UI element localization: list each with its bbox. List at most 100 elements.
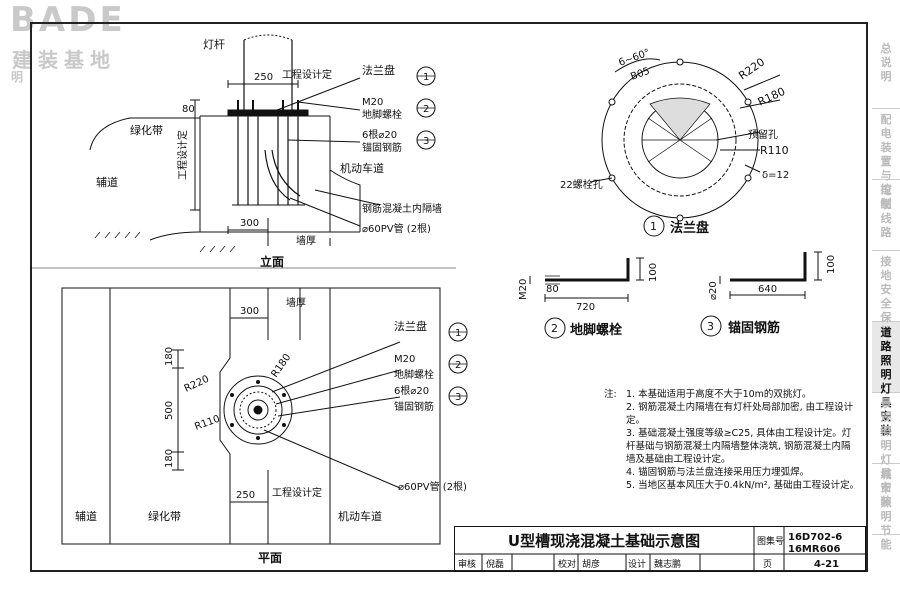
elev-dim-80: 80 [182, 104, 195, 115]
rebar-d20: ⌀20 [708, 281, 719, 300]
plan-dim-500: 500 [164, 401, 175, 420]
bolt-dim-80: 80 [546, 284, 559, 295]
designer-name: 魏志鹏 [654, 558, 681, 570]
logo-text: BADE [10, 0, 126, 40]
callout-rebar: 锚固钢筋 [362, 141, 402, 154]
sidebar-item-5[interactable]: 景观照明灯具安装 [872, 393, 900, 508]
plan-r220: R220 [183, 374, 211, 395]
elev-green-label: 绿化带 [130, 123, 163, 137]
plan-num-1: 1 [455, 328, 461, 339]
drawing-title: U型槽现浇混凝土基础示意图 [508, 532, 700, 550]
note-item: 5. 当地区基本风压大于0.4kN/m², 基础由工程设计定。 [626, 480, 860, 491]
flange-r110: R110 [760, 144, 789, 157]
brand-logo: BADE 建装基地 [6, 0, 156, 72]
plan-callout-m20: M20 [394, 354, 415, 365]
sidebar-item-2[interactable]: 电缆线路 [872, 180, 900, 251]
flange-delta: δ=12 [762, 170, 789, 181]
flange-hole: 预留孔 [748, 128, 778, 141]
callout-6d20: 6根⌀20 [362, 128, 397, 141]
sidebar-item-4[interactable]: 道路照明灯具安装 [872, 322, 900, 437]
atlas-no-1: 16D702-6 [788, 532, 842, 543]
pole-label: 灯杆 [203, 37, 225, 51]
plan-r110: R110 [193, 414, 221, 433]
bolt-dim-100: 100 [648, 263, 659, 282]
plan-dim-180a: 180 [164, 347, 175, 366]
callout-m20: M20 [362, 97, 383, 108]
callout-num-1: 1 [423, 72, 429, 83]
left-tab: 明 [10, 70, 23, 84]
atlas-label: 图集号 [757, 535, 784, 547]
notes-label: 注: [604, 389, 617, 400]
plan-dim-180b: 180 [164, 449, 175, 468]
bolt-title: 地脚螺栓 [570, 322, 622, 338]
callout-num-2: 2 [423, 104, 429, 115]
rebar-detail [719, 251, 822, 299]
note-item: 3. 基础混凝土强度等级≥C25, 具体由工程设计定。灯杆基础与钢筋混凝土内隔墙… [626, 428, 852, 465]
elev-vertical-design: 工程设计定 [176, 130, 189, 180]
callout-inner-wall: 钢筋混凝土内隔墙 [362, 202, 442, 215]
chapter-sidebar: 总说明配电装置与控制电缆线路接地安全保护道路照明灯具安装景观照明灯具安装城市照明… [872, 38, 900, 551]
page-label: 页 [763, 559, 772, 570]
plan-callout-anchor-bolt: 地脚螺栓 [394, 368, 434, 381]
bolt-num: 2 [551, 322, 558, 335]
elevation-title: 立面 [260, 254, 284, 269]
callout-flange: 法兰盘 [362, 63, 395, 77]
note-item: 2. 钢筋混凝土内隔墙在有灯杆处局部加密, 由工程设计定。 [626, 402, 854, 426]
elev-dim-250: 250 [254, 72, 273, 83]
callout-num-3: 3 [423, 136, 429, 147]
elev-aux-road: 辅道 [96, 175, 118, 189]
callout-pv-pipe: ⌀60PV管 (2根) [362, 222, 431, 235]
title-block: U型槽现浇混凝土基础示意图 图集号 16D702-6 16MR606 审核 倪磊… [454, 526, 866, 572]
plan-dim-300: 300 [240, 306, 259, 317]
rebar-num: 3 [707, 320, 714, 333]
plan-design-label: 工程设计定 [272, 486, 322, 499]
anchor-bolt-detail [529, 257, 644, 302]
plan-r180: R180 [269, 352, 293, 380]
elevation-view [89, 34, 381, 253]
plan-callout-pv: ⌀60PV管 (2根) [398, 480, 467, 493]
notes-block: 注: 1. 本基础适用于高度不大于10m的双挑灯。 2. 钢筋混凝土内隔墙在有灯杆… [604, 388, 860, 492]
plan-callout-6d20: 6根⌀20 [394, 384, 429, 397]
plan-wall: 墙厚 [286, 296, 306, 309]
callout-anchor-bolt: 地脚螺栓 [362, 108, 402, 121]
sidebar-item-0[interactable]: 总说明 [872, 38, 900, 109]
reviewer-name: 倪磊 [486, 558, 504, 570]
rebar-dim-640: 640 [758, 284, 777, 295]
plan-view [61, 287, 441, 545]
rebar-title: 锚固钢筋 [728, 320, 780, 336]
flange-num: 1 [650, 220, 657, 233]
bolt-m20: M20 [518, 279, 529, 300]
flange-bolt-holes: 22螺栓孔 [560, 178, 603, 191]
plan-dim-250: 250 [236, 490, 255, 501]
atlas-no-2: 16MR606 [788, 544, 840, 555]
note-item: 1. 本基础适用于高度不大于10m的双挑灯。 [626, 389, 812, 400]
flange-r180: R180 [756, 85, 787, 109]
plan-num-2: 2 [455, 360, 461, 371]
plan-callout-rebar: 锚固钢筋 [394, 400, 434, 413]
drawing-frame [30, 22, 868, 572]
elev-dim-300: 300 [240, 218, 259, 229]
check-label: 校对 [558, 558, 576, 570]
flange-b: B05 [629, 66, 651, 83]
plan-aux-road: 辅道 [75, 509, 97, 523]
plan-green: 绿化带 [148, 509, 181, 523]
notes-list: 1. 本基础适用于高度不大于10m的双挑灯。 2. 钢筋混凝土内隔墙在有灯杆处局部… [626, 388, 860, 492]
plan-num-3: 3 [455, 392, 461, 403]
note-item: 4. 锚固钢筋与法兰盘连接采用压力埋弧焊。 [626, 467, 810, 478]
plan-motor-lane: 机动车道 [338, 509, 382, 523]
flange-detail [589, 58, 781, 222]
elev-design-label: 工程设计定 [282, 68, 332, 81]
checker-name: 胡彦 [582, 558, 600, 570]
design-label: 设计 [628, 558, 646, 570]
rebar-dim-100: 100 [826, 255, 837, 274]
sidebar-item-1[interactable]: 配电装置与控制 [872, 109, 900, 210]
elev-motor-lane: 机动车道 [340, 161, 384, 175]
flange-r220: R220 [736, 55, 767, 82]
plan-title: 平面 [258, 551, 282, 565]
logo-subtitle: 建装基地 [12, 48, 116, 72]
sidebar-item-6[interactable]: 城市照明节能 [872, 464, 900, 551]
plan-callout-flange: 法兰盘 [394, 319, 427, 333]
page-number: 4-21 [814, 559, 839, 570]
bolt-dim-720: 720 [576, 302, 595, 313]
